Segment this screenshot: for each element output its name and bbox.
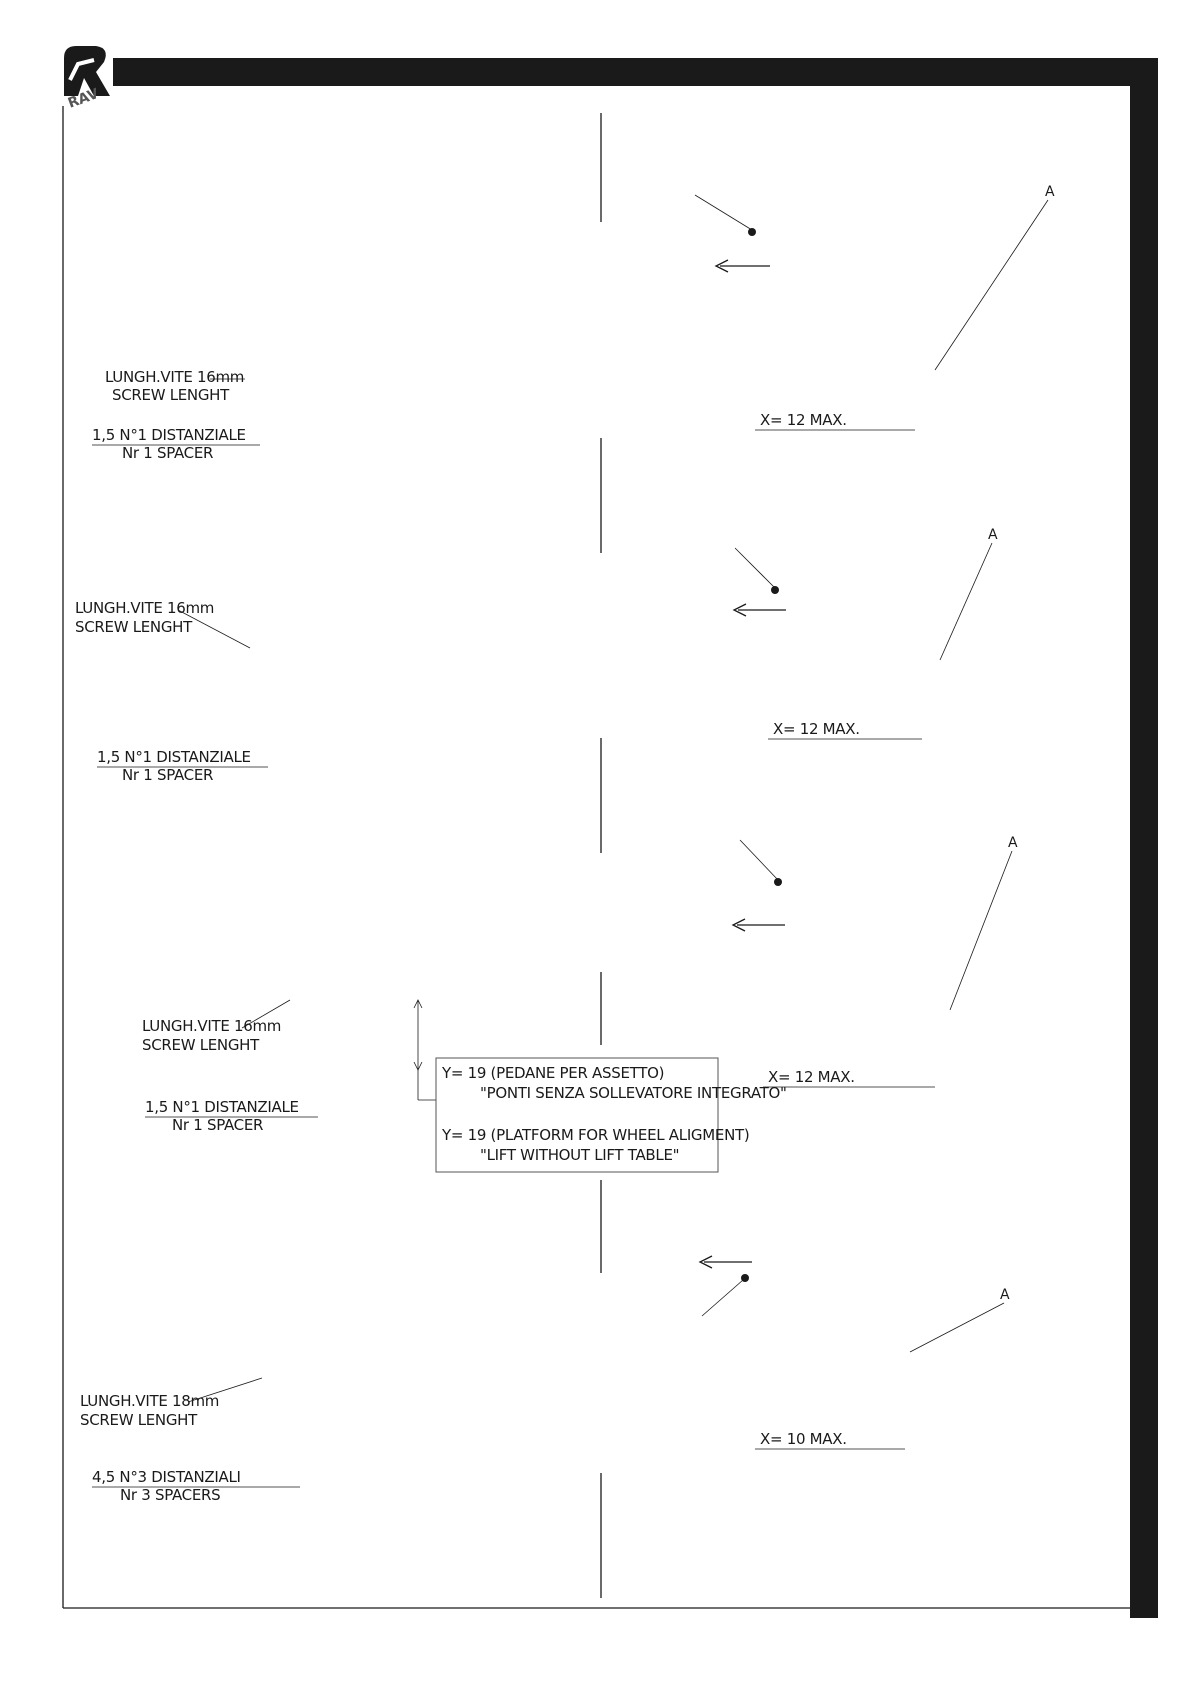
x-max-label: X= 12 MAX. xyxy=(760,411,847,429)
screw-length-label-en: SCREW LENGHT xyxy=(112,386,230,404)
right-labels-2: X= 12 MAX. A xyxy=(732,527,998,740)
note-line-2: "PONTI SENZA SOLLEVATORE INTEGRATO" xyxy=(480,1084,787,1102)
detail-a-label: A xyxy=(1000,1287,1010,1303)
spacer-label: 4,5 N°3 DISTANZIALI xyxy=(92,1468,241,1486)
left-labels-2: LUNGH.VITE 16mm SCREW LENGHT 1,5 N°1 DIS… xyxy=(75,599,268,784)
x-max-label: X= 12 MAX. xyxy=(768,1068,855,1086)
right-labels-3: X= 12 MAX. A xyxy=(731,835,1018,1088)
screw-length-label: LUNGH.VITE 16mm xyxy=(105,368,244,386)
spacer-label: 1,5 N°1 DISTANZIALE xyxy=(92,426,246,444)
direction-arrow xyxy=(731,918,785,932)
spacer-label-en: Nr 1 SPACER xyxy=(122,444,213,462)
screw-length-label: LUNGH.VITE 18mm xyxy=(80,1392,219,1410)
spacer-label-en: Nr 1 SPACER xyxy=(122,766,213,784)
note-line-4: "LIFT WITHOUT LIFT TABLE" xyxy=(480,1146,679,1164)
note-line-3: Y= 19 (PLATFORM FOR WHEEL ALIGMENT) xyxy=(441,1126,749,1144)
screw-length-label: LUNGH.VITE 16mm xyxy=(75,599,214,617)
screw-length-label-en: SCREW LENGHT xyxy=(80,1411,198,1429)
spacer-label-en: Nr 1 SPACER xyxy=(172,1116,263,1134)
spacer-label-en: Nr 3 SPACERS xyxy=(120,1486,220,1504)
direction-arrow xyxy=(698,1255,752,1269)
detail-a-label: A xyxy=(1045,184,1055,200)
screw-length-label: LUNGH.VITE 16mm xyxy=(142,1017,281,1035)
x-max-label: X= 10 MAX. xyxy=(760,1430,847,1448)
sheet-frame xyxy=(62,58,1158,1618)
detail-a-label: A xyxy=(988,527,998,543)
direction-arrow xyxy=(732,603,786,617)
right-labels-1: X= 12 MAX. A xyxy=(694,184,1055,431)
direction-arrow xyxy=(714,259,770,273)
left-labels-1: LUNGH.VITE 16mm SCREW LENGHT 1,5 N°1 DIS… xyxy=(92,368,260,462)
detail-a-label: A xyxy=(1008,835,1018,851)
screw-length-label-en: SCREW LENGHT xyxy=(142,1036,260,1054)
spacer-label: 1,5 N°1 DISTANZIALE xyxy=(97,748,251,766)
spacer-label: 1,5 N°1 DISTANZIALE xyxy=(145,1098,299,1116)
left-labels-4: LUNGH.VITE 18mm SCREW LENGHT 4,5 N°3 DIS… xyxy=(80,1377,300,1504)
x-max-label: X= 12 MAX. xyxy=(773,720,860,738)
y-dimension xyxy=(413,999,436,1101)
note-box: Y= 19 (PEDANE PER ASSETTO) "PONTI SENZA … xyxy=(435,1057,787,1173)
right-labels-4: X= 10 MAX. A xyxy=(698,1255,1010,1450)
left-labels-3: LUNGH.VITE 16mm SCREW LENGHT 1,5 N°1 DIS… xyxy=(142,999,318,1134)
note-line-1: Y= 19 (PEDANE PER ASSETTO) xyxy=(441,1064,664,1082)
screw-length-label-en: SCREW LENGHT xyxy=(75,618,193,636)
logo: RAV xyxy=(64,46,110,112)
